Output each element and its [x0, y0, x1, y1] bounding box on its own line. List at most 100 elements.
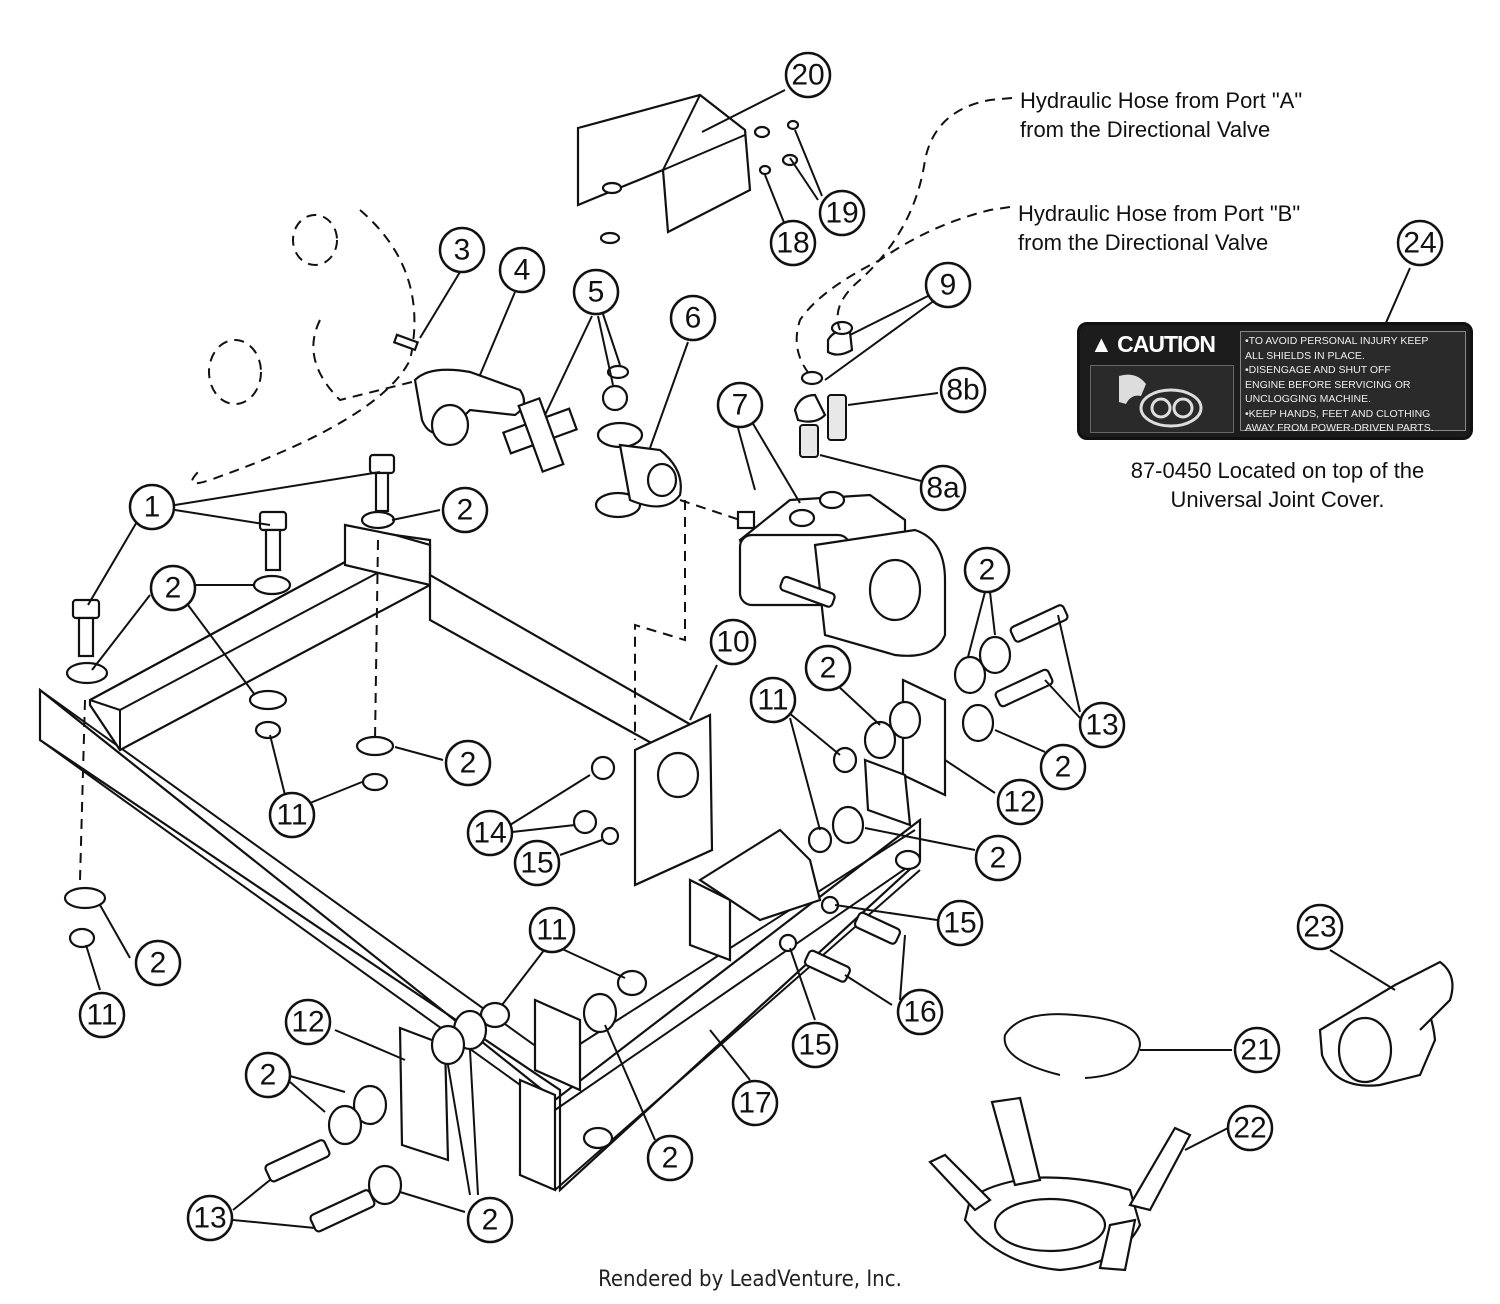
universal-joint-yoke: [392, 333, 526, 447]
callout-17: 17: [731, 1079, 779, 1127]
callout-2: 2: [134, 939, 182, 987]
callout-16: 16: [896, 988, 944, 1036]
callout-13: 13: [1078, 701, 1126, 749]
svg-text:2: 2: [990, 842, 1007, 875]
callout-2: 2: [804, 644, 852, 692]
svg-text:8b: 8b: [946, 374, 979, 407]
svg-text:22: 22: [1233, 1112, 1266, 1145]
svg-text:2: 2: [150, 947, 167, 980]
callout-19: 19: [818, 189, 866, 237]
hardware-bolts: [71, 453, 1069, 1233]
warning-triangle-icon: ▲: [1090, 331, 1113, 357]
caution-line: •KEEP HANDS, FEET AND CLOTHING: [1245, 407, 1431, 420]
hose-a-note: Hydraulic Hose from Port "A" from the Di…: [1020, 86, 1302, 144]
svg-text:24: 24: [1403, 227, 1436, 260]
hose-a-line1: Hydraulic Hose from Port "A": [1020, 88, 1303, 113]
mounting-frame: [38, 523, 922, 1193]
caution-line: AWAY FROM POWER-DRIVEN PARTS.: [1245, 422, 1434, 434]
svg-text:19: 19: [825, 197, 858, 230]
callout-15: 15: [513, 839, 561, 887]
callout-2: 2: [444, 739, 492, 787]
svg-text:23: 23: [1303, 911, 1336, 944]
svg-text:3: 3: [454, 234, 471, 267]
callout-23: 23: [1296, 903, 1344, 951]
svg-text:16: 16: [903, 996, 936, 1029]
hose-b-line1: Hydraulic Hose from Port "B": [1018, 201, 1301, 226]
caution-line: ALL SHIELDS IN PLACE.: [1245, 349, 1365, 362]
assembly-centerlines: [79, 499, 741, 881]
callout-6: 6: [669, 294, 717, 342]
callout-2: 2: [149, 564, 197, 612]
callout-11: 11: [528, 906, 576, 954]
callout-2: 2: [974, 834, 1022, 882]
callout-2: 2: [466, 1196, 514, 1244]
callout-20: 20: [784, 51, 832, 99]
callout-2: 2: [646, 1134, 694, 1182]
callout-11: 11: [78, 991, 126, 1039]
render-credit: Rendered by LeadVenture, Inc.: [598, 1267, 902, 1292]
caution-heading: ▲ CAUTION: [1090, 331, 1216, 358]
universal-joint-cover: [576, 93, 800, 245]
svg-text:9: 9: [940, 269, 957, 302]
svg-text:2: 2: [662, 1142, 679, 1175]
hydraulic-motor: [736, 490, 947, 657]
callout-12: 12: [284, 998, 332, 1046]
svg-text:17: 17: [738, 1087, 771, 1120]
callout-15: 15: [791, 1021, 839, 1069]
cross-bearing: [501, 364, 630, 474]
callout-11: 11: [268, 791, 316, 839]
callout-18: 18: [769, 219, 817, 267]
mounting-plates: [398, 678, 947, 1162]
svg-text:2: 2: [460, 747, 477, 780]
leader-lines: [85, 89, 1411, 1229]
callout-5: 5: [572, 268, 620, 316]
svg-text:11: 11: [536, 914, 567, 947]
svg-text:2: 2: [165, 572, 182, 605]
callout-3: 3: [438, 226, 486, 274]
svg-text:2: 2: [482, 1204, 499, 1237]
retaining-ring: [1003, 1013, 1142, 1079]
callout-2: 2: [963, 546, 1011, 594]
caution-line: ENGINE BEFORE SERVICING OR: [1245, 378, 1411, 391]
svg-text:12: 12: [1003, 786, 1036, 819]
svg-text:2: 2: [260, 1059, 277, 1092]
callout-15: 15: [936, 899, 984, 947]
caution-line: UNCLOGGING MACHINE.: [1245, 393, 1372, 405]
callout-21: 21: [1233, 1026, 1281, 1074]
caution-heading-text: CAUTION: [1117, 331, 1216, 357]
callout-12: 12: [996, 778, 1044, 826]
hose-b-note: Hydraulic Hose from Port "B" from the Di…: [1018, 199, 1300, 257]
callout-9: 9: [924, 261, 972, 309]
callout-8a: 8a: [919, 464, 967, 512]
svg-text:2: 2: [1055, 751, 1072, 784]
svg-text:2: 2: [457, 494, 474, 527]
decal-note-line1: 87-0450 Located on top of the: [1130, 458, 1425, 483]
decal-note-line2: Universal Joint Cover.: [1170, 487, 1385, 512]
coupler-yoke: [594, 421, 682, 519]
caution-line: •TO AVOID PERSONAL INJURY KEEP: [1245, 335, 1429, 347]
callout-8b: 8b: [939, 366, 987, 414]
caution-decal-left: ▲ CAUTION: [1086, 331, 1236, 433]
caution-line: •DISENGAGE AND SHUT OFF: [1245, 364, 1391, 376]
svg-text:11: 11: [757, 684, 788, 717]
svg-text:13: 13: [1085, 709, 1118, 742]
svg-text:11: 11: [276, 799, 307, 832]
callout-4: 4: [498, 246, 546, 294]
svg-text:1: 1: [144, 491, 161, 524]
svg-text:4: 4: [514, 254, 531, 287]
pto-shaft-housing: [1318, 960, 1454, 1087]
svg-text:14: 14: [473, 817, 506, 850]
svg-text:11: 11: [86, 999, 117, 1032]
callout-22: 22: [1226, 1104, 1274, 1152]
svg-text:8a: 8a: [926, 472, 960, 505]
hardware-washers-nuts: [63, 510, 1012, 1206]
engine-shaft-phantom: [191, 209, 421, 485]
svg-text:18: 18: [776, 227, 809, 260]
svg-text:7: 7: [732, 389, 749, 422]
svg-text:6: 6: [685, 302, 702, 335]
hose-fittings: [793, 320, 854, 458]
hydraulic-hoses: [795, 97, 1013, 376]
svg-text:15: 15: [798, 1029, 831, 1062]
svg-text:20: 20: [791, 59, 824, 92]
guard-shield: [928, 1096, 1192, 1272]
